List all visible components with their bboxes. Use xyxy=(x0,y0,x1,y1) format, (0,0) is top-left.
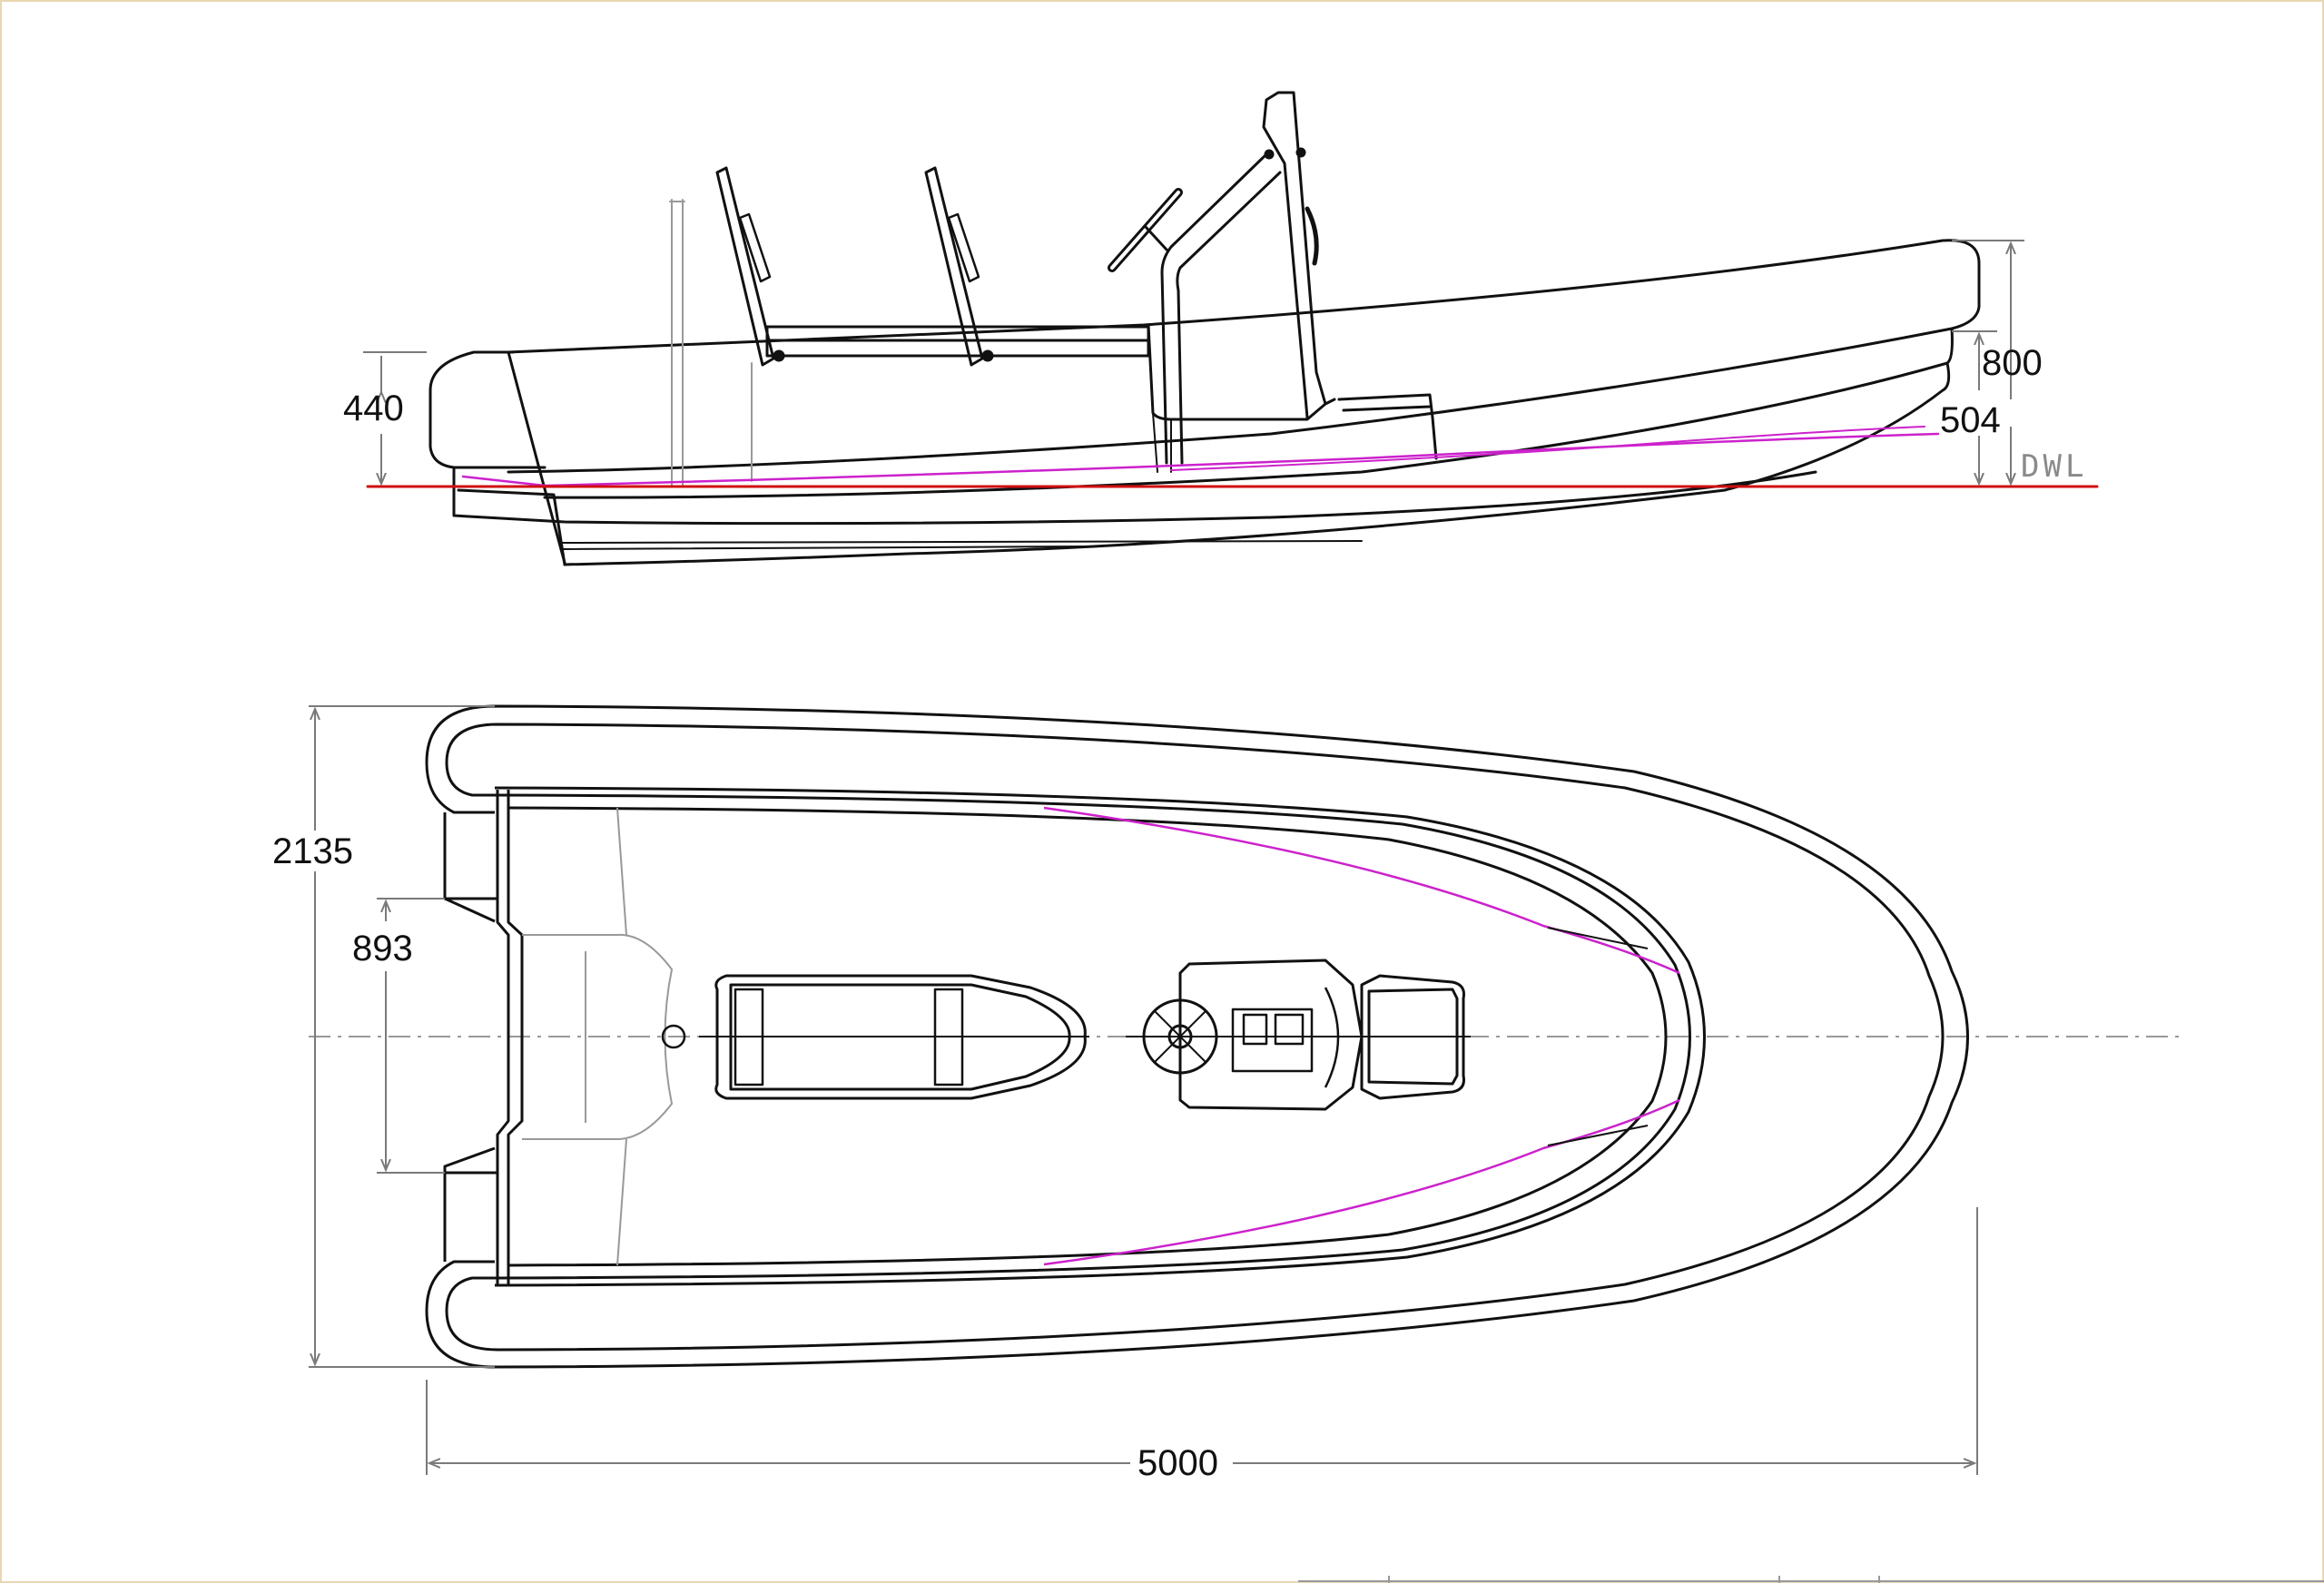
console-seat-plan xyxy=(1360,974,1465,1100)
seat-cushion-2 xyxy=(947,212,980,283)
strake-bottom xyxy=(1547,1125,1649,1146)
dim-transom-gap: 893 xyxy=(352,929,413,968)
hull-bottom xyxy=(452,466,1817,526)
chine-line-profile-2 xyxy=(1170,426,1925,471)
console-base xyxy=(1152,412,1172,473)
aft-recess-line xyxy=(616,807,627,936)
seat-cushion-1 xyxy=(738,212,772,283)
plan-dimensions xyxy=(309,705,1978,1475)
drain-plug xyxy=(661,1024,686,1049)
side-profile-view xyxy=(366,91,2099,566)
plan-view xyxy=(309,704,2179,1369)
side-dimensions xyxy=(363,240,2024,484)
console-frame xyxy=(1262,91,1327,419)
dim-overall-length: 5000 xyxy=(1137,1443,1218,1483)
chine-line-bottom xyxy=(1043,1098,1680,1266)
dim-transom-height: 440 xyxy=(343,388,404,428)
dim-bow-height: 800 xyxy=(1982,343,2043,383)
collar-outer xyxy=(425,704,1969,1369)
hull-chine xyxy=(457,488,566,566)
frame-bolt xyxy=(1264,149,1275,160)
console-plan xyxy=(1178,959,1364,1111)
dim-bow-draft: 504 xyxy=(1940,400,2001,440)
title-block-edge xyxy=(1298,1576,2324,1583)
console-gauges xyxy=(1231,1008,1314,1073)
hull-strake xyxy=(562,540,1363,544)
aft-recess xyxy=(522,933,673,1140)
aft-recess-line-2 xyxy=(616,1138,627,1266)
deck-line xyxy=(507,806,1668,1267)
transom-line xyxy=(507,350,566,565)
console-strut xyxy=(1160,152,1282,465)
frame-pad xyxy=(1305,206,1319,266)
forward-seat-box xyxy=(1337,393,1438,460)
stern-tube-profile xyxy=(428,350,547,469)
bench-seat xyxy=(765,325,1150,358)
transom-plan xyxy=(496,790,524,1285)
collar-top-line xyxy=(507,239,1981,474)
collar-underside xyxy=(543,327,1954,499)
bench-seat-cushion xyxy=(734,988,964,1086)
hull-strake-2 xyxy=(562,546,1090,550)
wheel-shaft xyxy=(1144,225,1168,251)
chine-line-top xyxy=(1043,806,1680,975)
hull-keel-line xyxy=(563,361,1951,566)
strake-top xyxy=(1547,927,1649,949)
collar-inner xyxy=(494,786,1706,1287)
steering-wheel-inner xyxy=(1110,191,1180,270)
collar-inner-2 xyxy=(497,793,1691,1280)
chine-line-profile xyxy=(461,432,1940,487)
seat-backrest-1 xyxy=(715,166,775,367)
antenna-pole xyxy=(669,199,685,487)
seat-backrest-2 xyxy=(924,166,984,367)
seat-bolt xyxy=(773,349,785,362)
dwl-label: DWL xyxy=(2021,448,2087,485)
frame-bolt-2 xyxy=(1295,147,1306,158)
seat-bolt-2 xyxy=(981,349,994,362)
dim-overall-beam: 2135 xyxy=(272,831,353,871)
collar-outer-2 xyxy=(445,723,1945,1352)
